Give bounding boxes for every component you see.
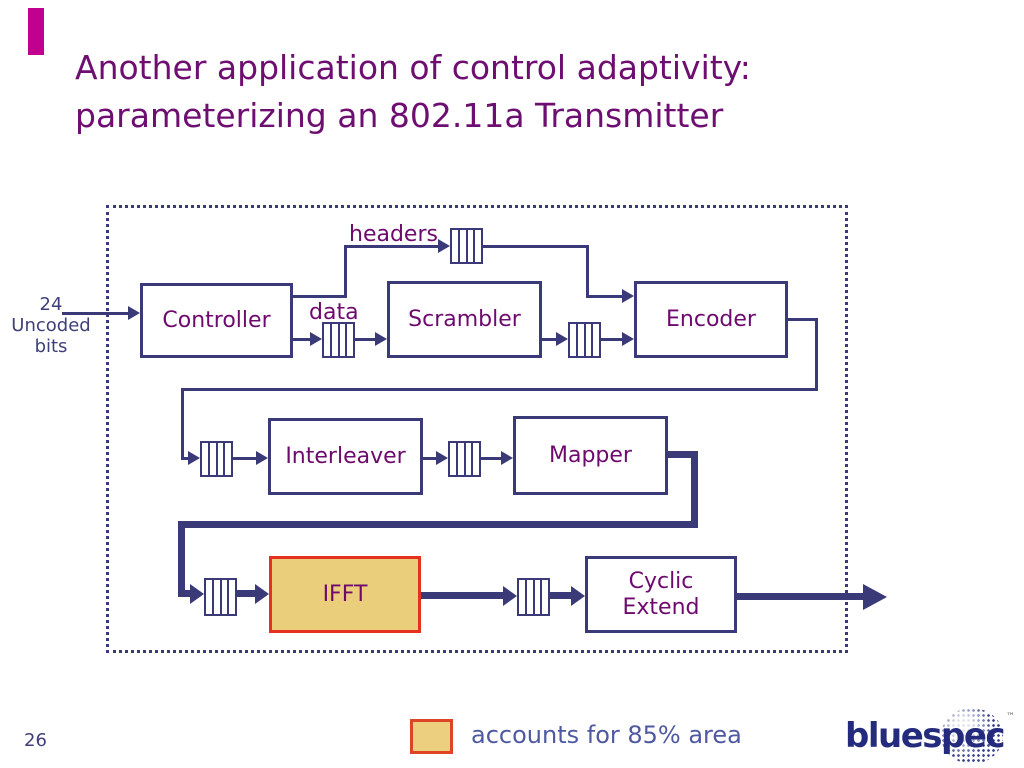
wire-fifo7-out [550,592,572,599]
arrowhead-fifo3-icon [556,332,568,346]
wire-encoder-out-4 [181,388,184,460]
wire-mapper-out-5 [178,590,192,597]
wire-encoder-out-1 [788,318,818,321]
headers-label: headers [349,222,438,247]
wire-mapper-out-4 [178,521,185,597]
input-bits-word2: bits [34,336,68,357]
wire-headers-3 [344,245,438,248]
data-label: data [309,300,359,325]
wire-encoder-out-5 [181,457,189,460]
wire-fifo6-out [237,590,256,597]
wire-mapper-out-2 [691,451,698,528]
block-interleaver: Interleaver [268,418,423,495]
arrowhead-mapper-icon [501,451,513,465]
wire-headers-2 [344,245,347,298]
block-controller-label: Controller [162,307,271,333]
block-mapper: Mapper [513,416,668,495]
wire-fifo4-out [233,457,257,460]
wire-scrambler-out [542,338,557,341]
bluespec-globe-icon [941,708,1003,764]
arrowhead-encoder-top-icon [622,289,634,303]
arrowhead-fifo4-icon [188,451,200,465]
arrowhead-ifft-icon [255,584,269,604]
legend-text: accounts for 85% area [471,721,742,749]
cyclic-line2: Extend [622,594,700,620]
block-scrambler-label: Scrambler [408,306,521,332]
block-encoder: Encoder [634,281,788,358]
arrowhead-interleaver-icon [256,451,268,465]
wire-mapper-out-3 [178,521,698,528]
wire-input [62,312,128,315]
wire-interleaver-out [423,457,437,460]
wire-fifo5-out [481,457,502,460]
arrowhead-output-icon [863,584,887,610]
bluespec-logo: bluespec [845,716,1006,756]
block-mapper-label: Mapper [549,442,632,468]
wire-final-output [737,593,864,600]
block-interleaver-label: Interleaver [285,443,406,469]
fifo-queue-icon-data [322,322,355,358]
fifo-queue-icon-5 [448,441,481,477]
input-bits-word1: Uncoded [11,315,91,336]
arrowhead-data-icon [310,332,322,346]
slide-title: Another application of control adaptivit… [75,44,751,140]
block-ifft: IFFT [269,556,421,633]
slide-title-line1: Another application of control adaptivit… [75,48,751,87]
fifo-queue-icon-3 [568,322,601,358]
block-scrambler: Scrambler [387,281,542,358]
wire-headers-5 [586,245,589,298]
legend-yellow-swatch-icon [410,719,453,754]
fifo-queue-icon-7 [517,578,550,616]
wire-mapper-out-1 [668,451,698,458]
arrowhead-cyclic-icon [571,586,585,606]
input-bits-count: 24 [39,294,63,315]
slide-accent-bar [28,8,44,55]
arrowhead-fifo5-icon [436,451,448,465]
block-encoder-label: Encoder [666,306,756,332]
transmitter-boundary-box [106,205,848,653]
arrowhead-fifo6-icon [190,584,204,604]
wire-headers-4 [483,245,589,248]
wire-data-2 [355,338,376,341]
arrowhead-headers-icon [438,239,450,253]
block-cyclic-extend: Cyclic Extend [585,556,737,633]
fifo-queue-icon-headers [450,228,483,264]
wire-headers-1 [293,295,347,298]
block-cyclic-extend-label: Cyclic Extend [623,569,700,620]
fifo-queue-icon-6 [204,578,237,616]
wire-data-1 [293,338,311,341]
bluespec-trademark: ™ [1006,712,1015,722]
wire-encoder-out-2 [815,318,818,391]
wire-encoder-out-3 [181,388,818,391]
input-bits-label: 24 Uncoded bits [5,294,97,357]
arrowhead-input-icon [128,306,140,320]
wire-ifft-out [421,592,503,599]
block-controller: Controller [140,283,293,358]
page-number: 26 [24,730,47,751]
wire-fifo3-out [601,338,622,341]
fifo-queue-icon-4 [200,441,233,477]
arrowhead-scrambler-icon [375,332,387,346]
cyclic-line1: Cyclic [628,569,694,595]
slide-title-line2: parameterizing an 802.11a Transmitter [75,96,724,135]
arrowhead-fifo7-icon [503,586,517,606]
block-ifft-label: IFFT [322,581,368,607]
wire-headers-6 [586,295,622,298]
arrowhead-encoder-icon [622,332,634,346]
